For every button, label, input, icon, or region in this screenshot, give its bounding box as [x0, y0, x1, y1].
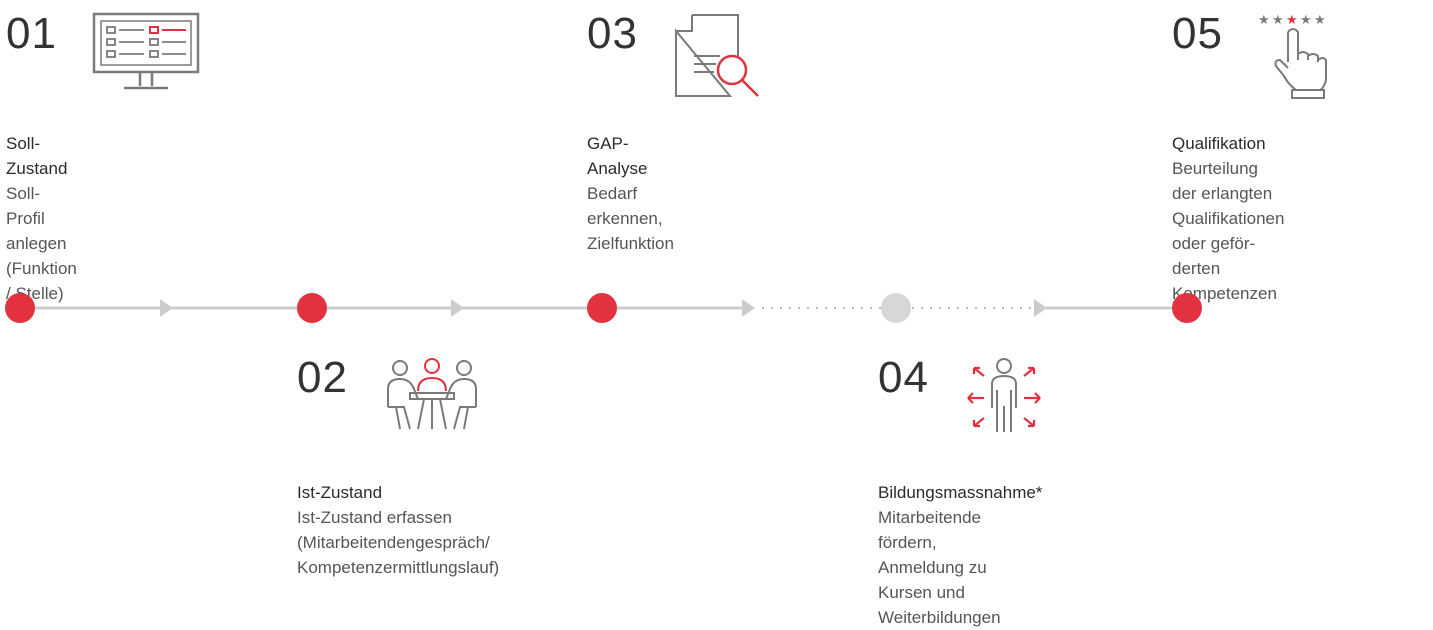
- svg-text:★: ★: [1314, 13, 1326, 28]
- description-line: (Mitarbeitendengespräch/: [297, 533, 490, 552]
- milestone-dot-03: [587, 293, 617, 323]
- step-title: Soll-Zustand: [6, 134, 68, 178]
- step-number: 05: [1172, 9, 1223, 58]
- timeline-arrows: [160, 299, 1047, 317]
- step-title: Ist-Zustand: [297, 483, 383, 502]
- svg-text:★: ★: [1272, 13, 1284, 28]
- process-timeline: [5, 293, 1202, 323]
- step-text: Ist-Zustand Ist-Zustand erfassen (Mitarb…: [297, 480, 499, 580]
- description-line: Weiterbildungen: [878, 608, 1001, 627]
- person-growth-icon: [962, 356, 1046, 441]
- step-number: 03: [587, 9, 638, 58]
- description-line: Beurteilung der erlangten: [1172, 159, 1273, 203]
- arrow-marker: [1034, 299, 1047, 317]
- description-line: Qualifikationen oder geför-: [1172, 209, 1285, 253]
- description-line: Zielfunktion: [587, 234, 674, 253]
- milestone-dot-04: [881, 293, 911, 323]
- step-number: 02: [297, 353, 348, 402]
- star-rating-hand-icon: ★ ★ ★ ★ ★: [1258, 10, 1348, 107]
- description-line: Kompetenzermittlungslauf): [297, 558, 500, 577]
- step-description: Mitarbeitende fördern, Anmeldung zu Kurs…: [878, 505, 1042, 630]
- step-title: Qualifikation: [1172, 134, 1266, 153]
- timeline-dots: [5, 293, 1202, 323]
- description-line: Ist-Zustand erfassen: [297, 508, 452, 527]
- monitor-list-icon: [92, 12, 202, 99]
- svg-text:★: ★: [1258, 13, 1270, 28]
- arrow-marker: [742, 299, 755, 317]
- step-description: Bedarf erkennen, Zielfunktion: [587, 181, 674, 256]
- description-line: Soll-Profil anlegen: [6, 184, 67, 253]
- step-description: Ist-Zustand erfassen (Mitarbeitendengesp…: [297, 505, 499, 580]
- step-text: Bildungsmassnahme* Mitarbeitende fördern…: [878, 480, 1042, 630]
- svg-text:★: ★: [1300, 13, 1312, 28]
- svg-text:★: ★: [1286, 13, 1298, 28]
- step-text: GAP-Analyse Bedarf erkennen, Zielfunktio…: [587, 131, 674, 256]
- description-line: Bedarf erkennen,: [587, 184, 663, 228]
- step-text: Soll-Zustand Soll-Profil anlegen (Funkti…: [6, 131, 77, 306]
- step-title: GAP-Analyse: [587, 134, 648, 178]
- step-number: 04: [878, 353, 929, 402]
- step-number: 01: [6, 9, 57, 58]
- step-title: Bildungsmassnahme*: [878, 483, 1043, 502]
- description-line: Mitarbeitende fördern,: [878, 508, 982, 552]
- arrow-marker: [451, 299, 464, 317]
- description-line: Anmeldung zu Kursen und: [878, 558, 987, 602]
- document-search-icon: [672, 12, 767, 107]
- step-description: Soll-Profil anlegen (Funktion / Stelle): [6, 181, 77, 306]
- milestone-dot-01: [5, 293, 35, 323]
- milestone-dot-05: [1172, 293, 1202, 323]
- arrow-marker: [160, 299, 173, 317]
- milestone-dot-02: [297, 293, 327, 323]
- meeting-people-icon: [384, 357, 480, 438]
